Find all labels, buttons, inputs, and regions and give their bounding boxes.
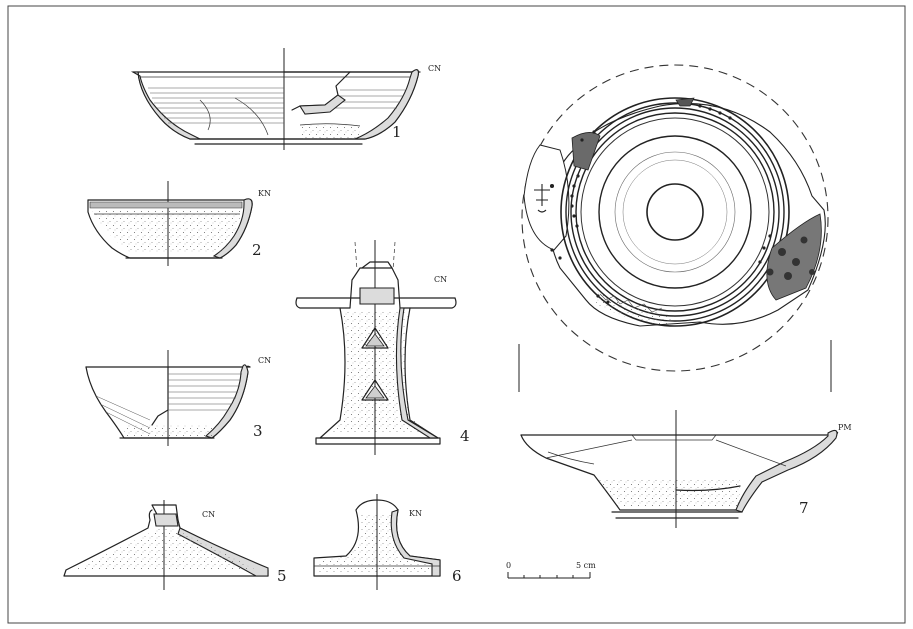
vessel-2-site-label: KN bbox=[258, 189, 271, 198]
vessel-3-number: 3 bbox=[253, 422, 263, 440]
scale-bar: 0 5 cm bbox=[506, 561, 596, 578]
vessel-7-drawing bbox=[521, 410, 838, 528]
frame-border bbox=[8, 6, 905, 623]
vessel-3-drawing bbox=[86, 350, 250, 446]
vessel-2-number: 2 bbox=[252, 241, 262, 259]
vessel-5-site-label: CN bbox=[202, 510, 215, 519]
vessel-4-number: 4 bbox=[460, 427, 470, 445]
scale-bar-start: 0 bbox=[506, 561, 511, 570]
vessel-1-site-label: CN bbox=[428, 64, 441, 73]
vessel-5-drawing bbox=[64, 500, 268, 590]
vessel-7-number: 7 bbox=[799, 499, 809, 517]
vessel-6-number: 6 bbox=[452, 567, 462, 585]
vessel-7-plan-view bbox=[522, 65, 828, 371]
vessel-1-drawing bbox=[133, 48, 420, 150]
vessel-4-site-label: CN bbox=[434, 275, 447, 284]
vessel-1-number: 1 bbox=[392, 123, 402, 141]
vessel-4-drawing bbox=[296, 240, 456, 455]
vessel-5-number: 5 bbox=[277, 567, 287, 585]
vessel-6-site-label: KN bbox=[409, 509, 422, 518]
vessel-7-site-label: PM bbox=[838, 423, 852, 432]
scale-bar-end: 5 cm bbox=[576, 561, 596, 570]
vessel-2-drawing bbox=[88, 181, 252, 266]
vessel-3-site-label: CN bbox=[258, 356, 271, 365]
vessel-6-drawing bbox=[314, 494, 440, 590]
